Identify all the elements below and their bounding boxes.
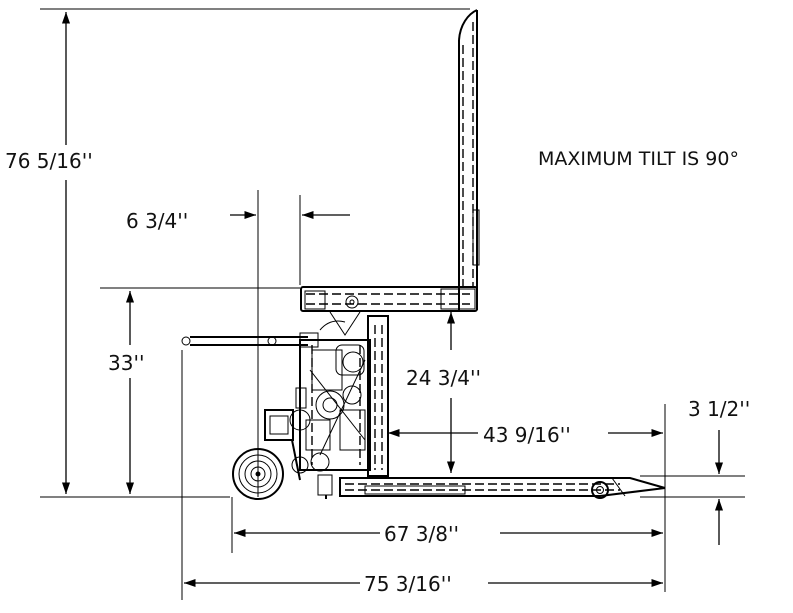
mast-body xyxy=(367,315,389,477)
tilted-fork-vertical xyxy=(458,9,480,310)
drive-mechanism xyxy=(299,295,371,471)
wheelbase-length-label: 67 3/8'' xyxy=(384,522,459,546)
tiller-handle xyxy=(181,332,319,348)
handle-height-label: 33'' xyxy=(108,351,144,375)
overall-height-label: 76 5/16'' xyxy=(5,149,93,173)
fork-height-label: 24 3/4'' xyxy=(406,366,481,390)
tilt-carriage xyxy=(300,286,478,322)
drive-wheel-assembly xyxy=(232,387,333,500)
base-forks xyxy=(339,477,666,499)
fork-tip-height-label: 3 1/2'' xyxy=(688,397,750,421)
handle-gap-label: 6 3/4'' xyxy=(126,209,188,233)
machine-outline xyxy=(181,9,666,500)
max-tilt-note: MAXIMUM TILT IS 90° xyxy=(538,148,739,170)
overall-length-label: 75 3/16'' xyxy=(364,572,452,596)
fork-length-label: 43 9/16'' xyxy=(483,423,571,447)
